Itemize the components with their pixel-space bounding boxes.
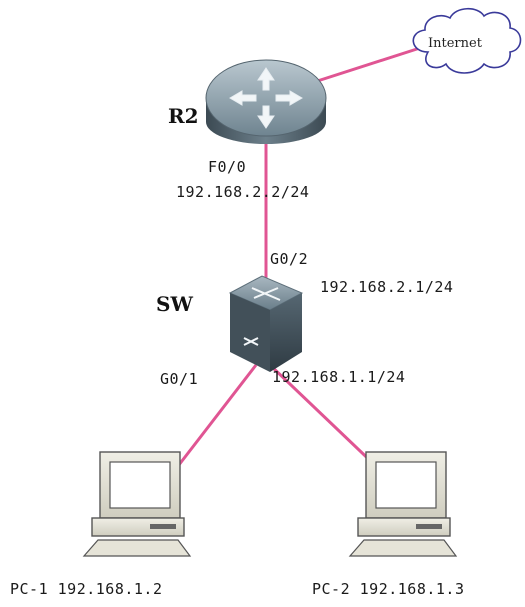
switch-icon (228, 275, 304, 372)
link-router-internet (304, 46, 421, 87)
switch-name: SW (156, 292, 193, 316)
switch-uplink-ip-label: 192.168.2.1/24 (320, 278, 454, 296)
pc1-label: PC-1 192.168.1.2 (10, 580, 163, 598)
computer-icon (82, 451, 192, 557)
pc2-label: PC-2 192.168.1.3 (312, 580, 465, 598)
router-name: R2 (168, 104, 199, 128)
switch-down-ip-label: 192.168.1.1/24 (272, 368, 406, 386)
computer-icon (348, 451, 458, 557)
switch-down-port-label: G0/1 (160, 370, 199, 388)
router-port-label: F0/0 (208, 158, 247, 176)
router-ip-label: 192.168.2.2/24 (176, 183, 310, 201)
link-switch-pc1 (173, 364, 258, 471)
links (173, 46, 421, 472)
cloud-icon (412, 7, 522, 74)
link-switch-pc2 (268, 363, 382, 472)
cloud-label: Internet (428, 36, 482, 51)
router-icon (205, 59, 327, 144)
switch-uplink-port-label: G0/2 (270, 250, 309, 268)
